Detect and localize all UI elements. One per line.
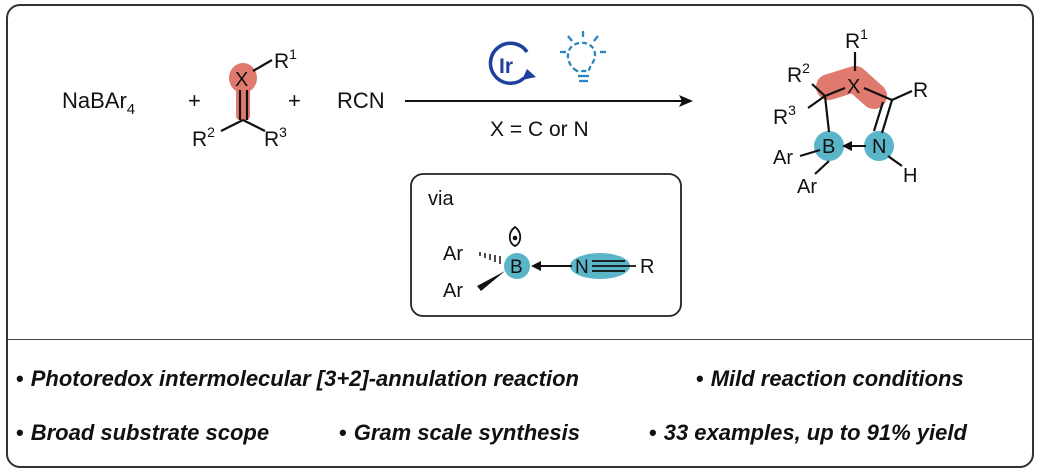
plus-sign-2: + [288, 88, 301, 113]
highlight-item: •33 examples, up to 91% yield [649, 420, 967, 445]
product-structure: X B N R1 R R2 R3 H Ar Ar [773, 26, 928, 198]
bullet-icon: • [339, 420, 347, 445]
reaction-scheme: NaBAr4 + X R1 R2 R3 + RCN Ir X = C or N [62, 26, 928, 317]
intermediate-box [410, 173, 682, 317]
blue-highlight-product-boron [814, 131, 844, 161]
condition-x-equals: X = C or N [490, 118, 589, 141]
alkene-x-label: X [235, 69, 248, 91]
svg-text:R: R [640, 256, 654, 278]
product-r3-label: R3 [773, 102, 796, 129]
alkene-r1-label: R1 [274, 46, 297, 73]
intermediate-structure: B Ar Ar N R [443, 225, 654, 302]
product-ar1-label: Ar [773, 147, 793, 169]
light-bulb-icon [560, 31, 606, 83]
product-r2-label: R2 [787, 60, 810, 87]
svg-text:Ir: Ir [499, 55, 513, 78]
bullet-icon: • [16, 420, 24, 445]
product-r-label: R [913, 79, 928, 102]
ar-bottom-label: Ar [443, 280, 463, 302]
blue-highlight-boron [504, 253, 530, 279]
reagent-rcn: RCN [337, 88, 385, 113]
bullet-icon: • [649, 420, 657, 445]
product-nitrogen-label: N [872, 136, 886, 158]
product-r1-label: R1 [845, 26, 868, 53]
alkene-r3-label: R3 [264, 124, 287, 151]
highlight-item: •Mild reaction conditions [696, 366, 964, 391]
ar-top-label: Ar [443, 243, 463, 265]
highlight-item: •Photoredox intermolecular [3+2]-annulat… [16, 366, 579, 391]
alkene-r2-label: R2 [192, 124, 215, 151]
product-ar2-label: Ar [797, 176, 817, 198]
radical-orbital-icon [508, 225, 522, 247]
product-boron-label: B [822, 136, 835, 158]
via-label: via [428, 188, 454, 210]
alkene-reactant: X R1 R2 R3 [192, 46, 297, 151]
reagent-nabar4: NaBAr4 [62, 88, 135, 118]
scheme-frame [6, 4, 1034, 468]
highlight-item: •Broad substrate scope [16, 420, 270, 445]
iridium-catalyst-icon: Ir [488, 41, 536, 86]
svg-text:N: N [575, 257, 589, 278]
svg-text:B: B [510, 257, 523, 278]
blue-highlight-product-nitrogen [864, 131, 894, 161]
plus-sign-1: + [188, 88, 201, 113]
product-x-label: X [847, 76, 860, 98]
section-divider [8, 339, 1034, 340]
product-h-label: H [903, 165, 917, 187]
bullet-icon: • [16, 366, 24, 391]
bullet-icon: • [696, 366, 704, 391]
highlight-item: •Gram scale synthesis [339, 420, 580, 445]
